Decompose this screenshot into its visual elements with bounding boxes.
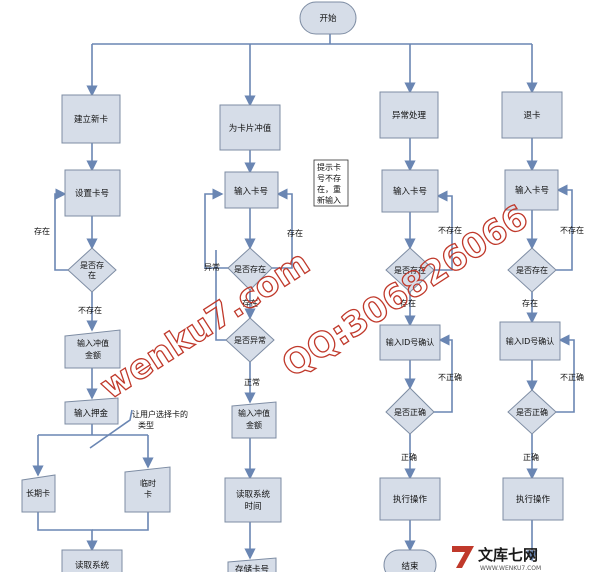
label-exists-2: 存在 <box>287 228 303 238</box>
start-label: 开始 <box>319 13 337 24</box>
label-exists-4: 存在 <box>522 298 538 308</box>
input-amount-2-box <box>231 401 277 439</box>
exec-4-box <box>502 477 564 521</box>
id-confirm-4-box <box>499 321 561 361</box>
temp-card-label-2: 卡 <box>144 489 152 499</box>
input-amount-1-box <box>64 329 121 369</box>
annotation-choose-card-2: 类型 <box>138 420 154 430</box>
label-not-exists-3: 不存在 <box>438 225 462 235</box>
exists-decision-1-label: 是否存 <box>80 260 104 270</box>
abnormal-decision-label: 是否异常 <box>234 336 266 345</box>
input-card-no-2-box <box>224 171 279 209</box>
exists-decision-1-label-2: 在 <box>88 270 96 280</box>
input-card-no-3-box <box>381 169 439 213</box>
brand-url: WWW.WENKU7.COM <box>480 565 541 572</box>
column-exception: 异常处理 输入卡号 是否存在 输入ID号确认 是否正确 执行操作 结束 不存在 … <box>379 91 462 572</box>
note-line-2: 号不存 <box>317 173 341 183</box>
input-card-no-4-box <box>504 169 559 211</box>
read-sys-1-box <box>61 549 123 572</box>
exists-decision-3 <box>385 247 435 293</box>
long-card-label: 长期卡 <box>26 488 50 498</box>
correct-decision-4 <box>507 389 557 435</box>
brand-name: 文库七网 <box>478 546 538 564</box>
correct-decision-3 <box>385 387 435 435</box>
input-card-no-2-label: 输入卡号 <box>234 186 268 197</box>
connector-lines <box>32 33 575 562</box>
set-card-no-label: 设置卡号 <box>75 188 109 199</box>
label-not-exists-4: 不存在 <box>560 225 584 235</box>
column-refund: 退卡 输入卡号 是否存在 输入ID号确认 是否正确 执行操作 不存在 存在 不正… <box>499 91 584 521</box>
input-deposit-box <box>64 397 119 425</box>
start-node: 开始 <box>299 1 357 35</box>
input-amount-1-label: 输入冲值 <box>77 338 109 348</box>
exists-decision-1 <box>67 247 117 293</box>
input-deposit-label: 输入押金 <box>74 408 109 419</box>
input-amount-1-label-2: 金额 <box>85 350 101 360</box>
id-confirm-3-box <box>379 324 441 361</box>
label-normal: 正常 <box>244 378 260 387</box>
input-card-no-3-label: 输入卡号 <box>393 186 427 197</box>
store-card-label: 存储卡号 <box>235 564 269 572</box>
label-incorrect-4: 不正确 <box>560 372 584 382</box>
exists-decision-2-label: 是否存在 <box>234 264 266 274</box>
column-recharge: 为卡片冲值 输入卡号 是否存在 是否异常 输入冲值 金额 读取系统 时间 存储卡… <box>204 104 349 572</box>
exception-label: 异常处理 <box>392 110 427 121</box>
exception-box <box>379 91 439 139</box>
input-amount-2-label: 输入冲值 <box>238 408 270 418</box>
refund-label: 退卡 <box>523 110 541 121</box>
id-confirm-3-label: 输入ID号确认 <box>386 337 435 347</box>
refund-box <box>501 91 563 139</box>
store-card-box <box>227 557 277 572</box>
label-abnormal: 异常 <box>204 263 220 272</box>
exec-4-label: 执行操作 <box>516 494 551 505</box>
read-sys-2-label: 读取系统 <box>236 489 271 500</box>
end-label: 结束 <box>401 561 419 572</box>
temp-card-label: 临时 <box>140 478 156 488</box>
read-sys-2-label-2: 时间 <box>244 501 261 512</box>
exists-decision-4 <box>507 247 557 293</box>
abnormal-decision <box>225 317 275 363</box>
label-exists-3: 存在 <box>400 298 416 308</box>
note-line-1: 提示卡 <box>317 162 341 172</box>
brand-logo-icon <box>452 546 474 568</box>
exists-decision-4-label: 是否存在 <box>516 265 548 275</box>
label-exists-2b: 存在 <box>242 298 258 308</box>
long-card-box <box>21 474 56 513</box>
end-node <box>383 549 437 572</box>
exists-decision-2 <box>227 247 273 291</box>
label-correct-3: 正确 <box>401 452 417 462</box>
input-card-no-4-label: 输入卡号 <box>515 185 549 196</box>
note-box <box>313 159 349 207</box>
recharge-label: 为卡片冲值 <box>229 123 272 134</box>
temp-card-box <box>124 466 171 513</box>
label-exists-1: 存在 <box>34 226 50 236</box>
brand-logo: 文库七网 WWW.WENKU7.COM <box>452 546 541 572</box>
exists-decision-3-label: 是否存在 <box>394 265 426 275</box>
exec-3-box <box>379 477 441 521</box>
exec-3-label: 执行操作 <box>393 494 428 505</box>
annotation-choose-card: 让用户选择卡的 <box>132 409 188 419</box>
recharge-box <box>219 104 281 151</box>
note-line-4: 新输入 <box>317 195 341 205</box>
column-new-card: 建立新卡 设置卡号 是否存 在 输入冲值 金额 输入押金 长期卡 临时 卡 读取… <box>21 94 188 572</box>
label-not-exists-1: 不存在 <box>78 305 102 315</box>
label-correct-4: 正确 <box>523 452 539 462</box>
watermark: wenku7.com QQ:306826066 <box>92 196 536 408</box>
correct-decision-3-label: 是否正确 <box>394 407 426 417</box>
read-sys-2-box <box>224 477 282 523</box>
label-incorrect-3: 不正确 <box>438 372 462 382</box>
new-card-label: 建立新卡 <box>74 114 109 125</box>
correct-decision-4-label: 是否正确 <box>516 407 548 417</box>
set-card-no-box <box>64 169 121 217</box>
input-amount-2-label-2: 金额 <box>246 420 262 430</box>
note-line-3: 在，重 <box>317 184 341 194</box>
new-card-box <box>61 94 121 144</box>
read-sys-1-label: 读取系统 <box>75 560 110 571</box>
id-confirm-4-label: 输入ID号确认 <box>506 336 555 346</box>
